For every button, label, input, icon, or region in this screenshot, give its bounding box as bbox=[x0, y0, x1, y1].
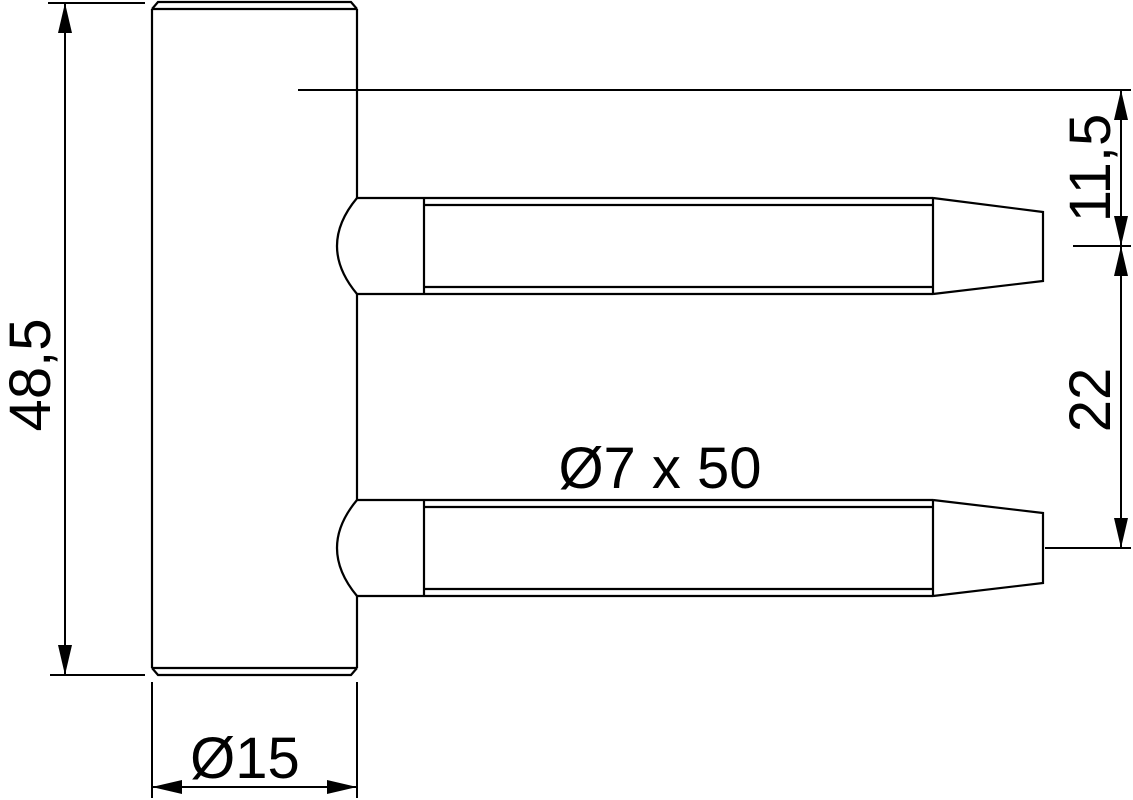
hinge-body bbox=[150, 0, 359, 677]
dimension-overall-height: 48,5 bbox=[0, 2, 145, 676]
hinge-body-bottom-edge bbox=[151, 667, 358, 677]
arrowhead-up bbox=[1114, 246, 1128, 276]
pin-upper bbox=[336, 196, 1045, 296]
arrowhead-up bbox=[58, 3, 72, 33]
arrowhead-right bbox=[327, 780, 357, 794]
arrowhead-down bbox=[58, 645, 72, 675]
pin-lower bbox=[336, 498, 1045, 598]
pin-upper-dome-arc bbox=[336, 197, 358, 295]
dimension-pin-spacing: 22 bbox=[1045, 246, 1131, 549]
arrowhead-left bbox=[152, 780, 182, 794]
arrowhead-down bbox=[1114, 518, 1128, 548]
top-to-first-pin-label: 11,5 bbox=[1058, 114, 1123, 223]
hinge-body-top-edge bbox=[151, 0, 358, 10]
arrowhead-down bbox=[1114, 216, 1128, 246]
pin-spec-label: Ø7 x 50 bbox=[558, 436, 761, 501]
dimension-body-diameter: Ø15 bbox=[151, 682, 358, 798]
pin-spacing-label: 22 bbox=[1058, 368, 1123, 433]
overall-height-label: 48,5 bbox=[0, 319, 63, 432]
pin-upper-tip-taper bbox=[932, 196, 1045, 296]
pin-spec-annotation: Ø7 x 50 bbox=[558, 436, 761, 501]
pin-lower-tip-taper bbox=[932, 498, 1045, 598]
arrowhead-up bbox=[1114, 90, 1128, 120]
pin-lower-dome-arc bbox=[336, 499, 358, 597]
dimension-top-to-first-pin: 11,5 bbox=[298, 89, 1131, 247]
body-diameter-label: Ø15 bbox=[190, 726, 300, 791]
